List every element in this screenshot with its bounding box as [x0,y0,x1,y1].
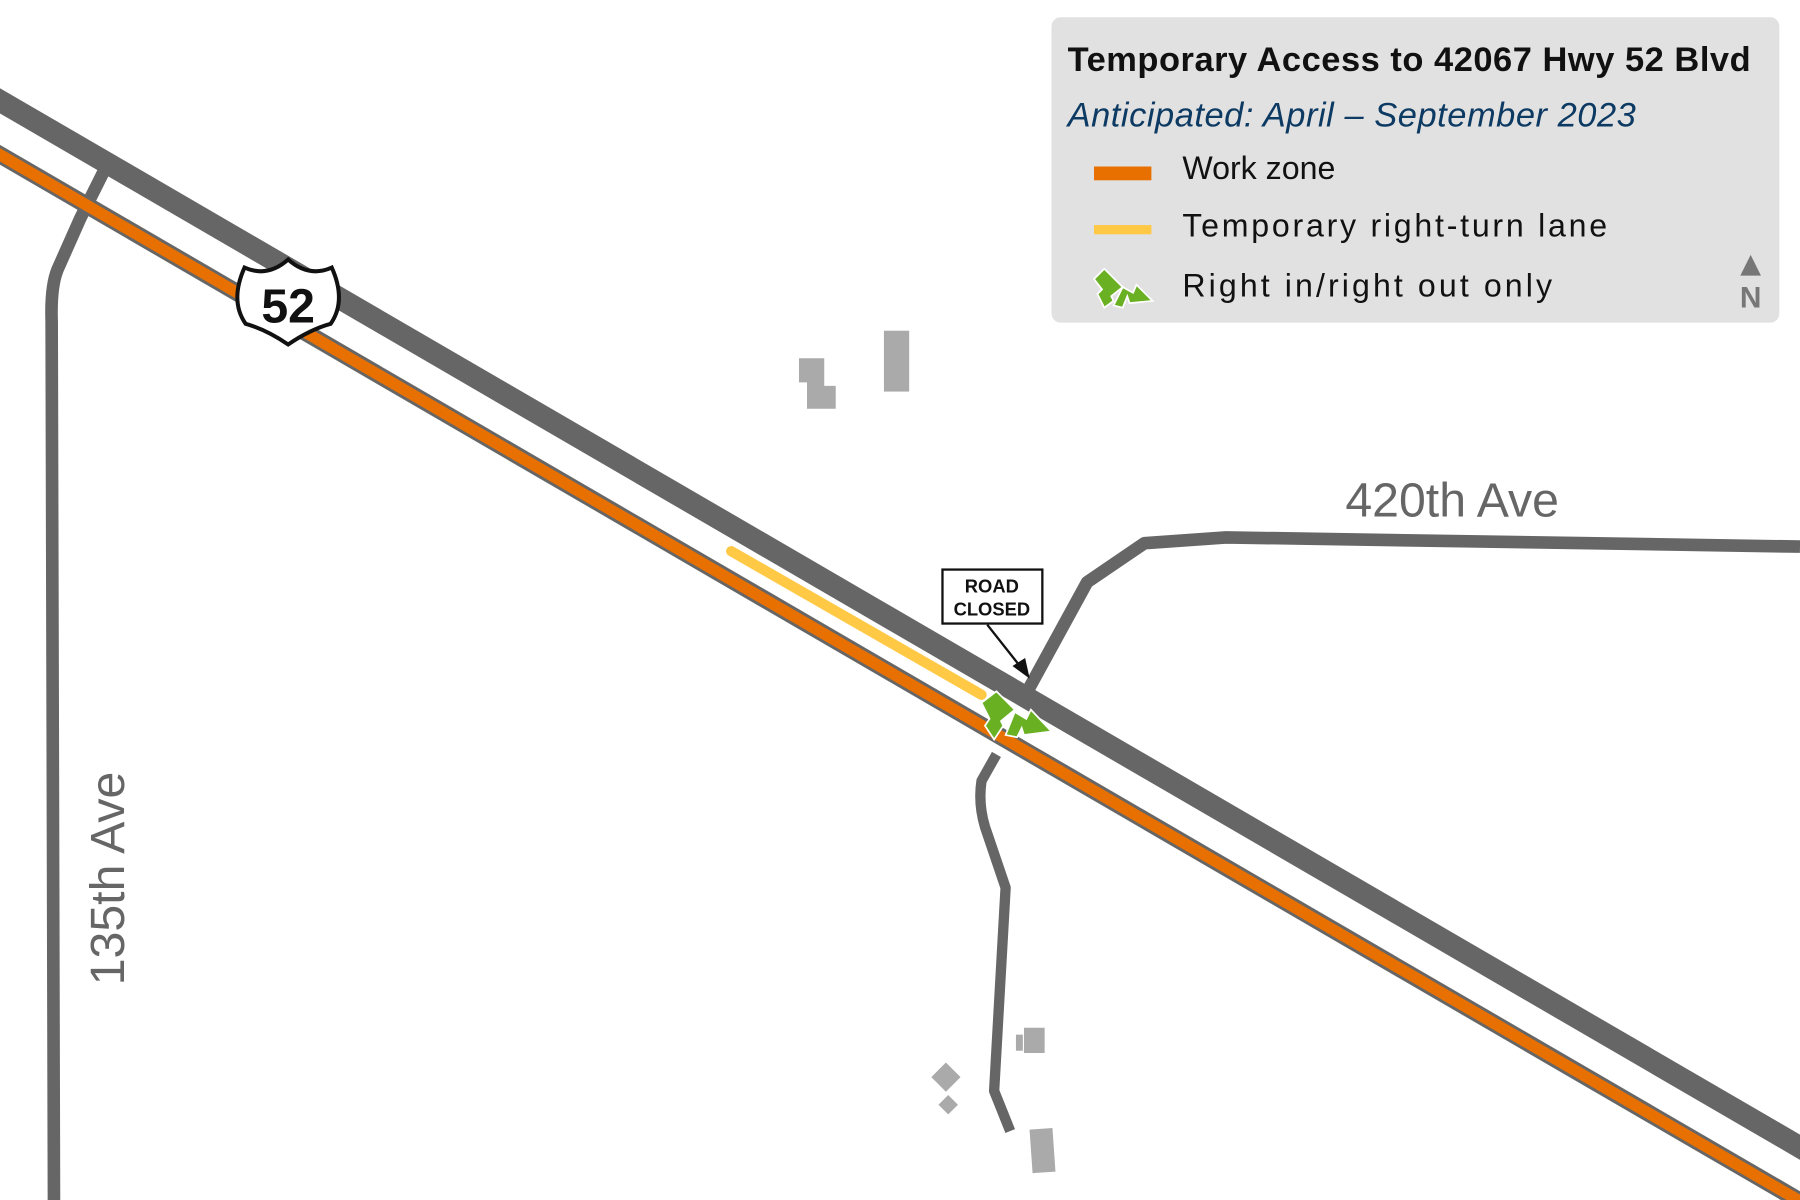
road-420th-ave [1021,531,1800,695]
legend: Temporary Access to 42067 Hwy 52 Blvd An… [1051,17,1780,323]
legend-subtitle: Anticipated: April – September 2023 [1066,96,1636,134]
north-label: N [1740,282,1762,315]
temporary-right-turn-lane [726,546,987,700]
legend-item-work-zone: Work zone [1182,150,1335,186]
turn-lane-swatch [1094,225,1152,235]
road-135th-ave [45,169,109,1200]
legend-title: Temporary Access to 42067 Hwy 52 Blvd [1068,41,1751,79]
legend-arrows-icon [1092,267,1155,310]
highway-shield-number: 52 [261,280,315,334]
legend-item-turn-lane: Temporary right-turn lane [1182,208,1607,244]
road-closed-sign: ROAD CLOSED [941,568,1044,679]
us-52-shield-icon: 52 [235,256,341,347]
road-closed-line2: CLOSED [954,598,1031,619]
work-zone-swatch [1094,166,1152,181]
label-135th-ave: 135th Ave [81,772,135,986]
buildings [798,330,1056,1174]
right-in-right-out-arrows-icon [980,690,1054,742]
legend-item-right-in-right-out: Right in/right out only [1182,267,1552,303]
label-420th-ave: 420th Ave [1345,474,1559,528]
road-south-driveway [975,751,1016,1134]
north-arrow-icon: N [1740,254,1762,315]
road-closed-pointer-arrow [986,623,1023,670]
road-closed-line1: ROAD [965,576,1019,597]
